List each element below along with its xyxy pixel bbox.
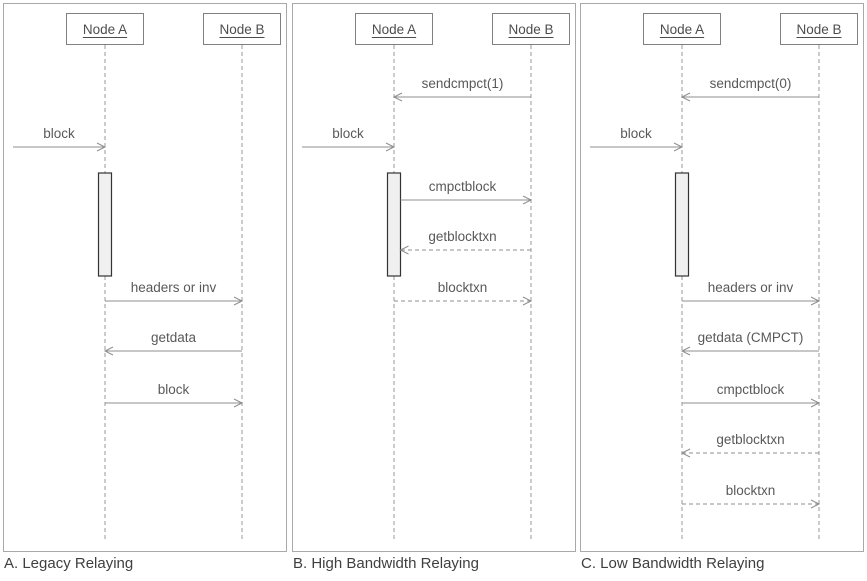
- arrowhead-left: [680, 92, 691, 102]
- arrowhead-left: [103, 346, 114, 356]
- actor-label: Node A: [82, 21, 128, 37]
- message-label: cmpctblock: [428, 179, 497, 194]
- message-label: cmpctblock: [716, 382, 785, 397]
- actor-box-node-a: Node A: [643, 13, 721, 45]
- message-label: sendcmpct(0): [709, 76, 792, 91]
- message-label: getblocktxn: [716, 432, 785, 447]
- arrowhead-left: [399, 245, 409, 255]
- arrowhead-left: [392, 92, 403, 102]
- arrowhead-right: [233, 296, 244, 306]
- arrowhead-left: [680, 448, 691, 458]
- panel-caption-high-bandwidth: B. High Bandwidth Relaying: [293, 555, 479, 572]
- actor-box-node-b: Node B: [780, 13, 858, 45]
- actor-label: Node A: [371, 21, 417, 37]
- actor-label: Node B: [796, 21, 842, 37]
- arrowhead-right: [673, 142, 684, 152]
- activation-bar: [386, 172, 402, 277]
- actor-label: Node A: [659, 21, 705, 37]
- arrowhead-right: [233, 398, 244, 408]
- actor-box-node-b: Node B: [492, 13, 570, 45]
- message-label: block: [332, 126, 364, 141]
- arrowhead-right: [810, 398, 821, 408]
- activation-bar: [674, 172, 690, 277]
- actor-box-node-a: Node A: [66, 13, 144, 45]
- panel-low-bandwidth: Node A Node B sendcmpct(0) block headers or …: [580, 3, 864, 552]
- panel-caption-low-bandwidth: C. Low Bandwidth Relaying: [581, 555, 765, 572]
- actor-box-node-a: Node A: [355, 13, 433, 45]
- message-label: sendcmpct(1): [421, 76, 504, 91]
- message-label: getdata: [150, 330, 197, 345]
- message-label: blocktxn: [725, 483, 776, 498]
- panel-legacy-drawing: [13, 45, 244, 539]
- message-label: getblocktxn: [428, 229, 497, 244]
- panel-legacy: Node A Node B block headers or inv getdata bl…: [3, 3, 287, 552]
- message-label: headers or inv: [707, 280, 794, 295]
- message-label: blocktxn: [437, 280, 488, 295]
- arrowhead-right: [522, 296, 533, 306]
- actor-label: Node B: [508, 21, 554, 37]
- message-label: block: [157, 382, 190, 397]
- arrowhead-right: [810, 499, 821, 509]
- activation-bar: [97, 172, 113, 277]
- arrowhead-right: [810, 296, 821, 306]
- message-label: block: [43, 126, 75, 141]
- message-label: getdata (CMPCT): [697, 330, 804, 345]
- panel-caption-legacy: A. Legacy Relaying: [4, 555, 134, 572]
- arrowhead-left: [680, 346, 691, 356]
- arrowhead-right: [385, 142, 396, 152]
- message-label: block: [620, 126, 652, 141]
- message-label: headers or inv: [130, 280, 217, 295]
- actor-label: Node B: [219, 21, 265, 37]
- arrowhead-right: [96, 142, 107, 152]
- panel-high-bandwidth: Node A Node B sendcmpct(1) block cmpctblock g…: [292, 3, 576, 552]
- arrowhead-right: [522, 195, 533, 205]
- panel-high-bandwidth-drawing: [302, 45, 533, 539]
- actor-box-node-b: Node B: [203, 13, 281, 45]
- panel-low-bandwidth-drawing: [590, 45, 821, 539]
